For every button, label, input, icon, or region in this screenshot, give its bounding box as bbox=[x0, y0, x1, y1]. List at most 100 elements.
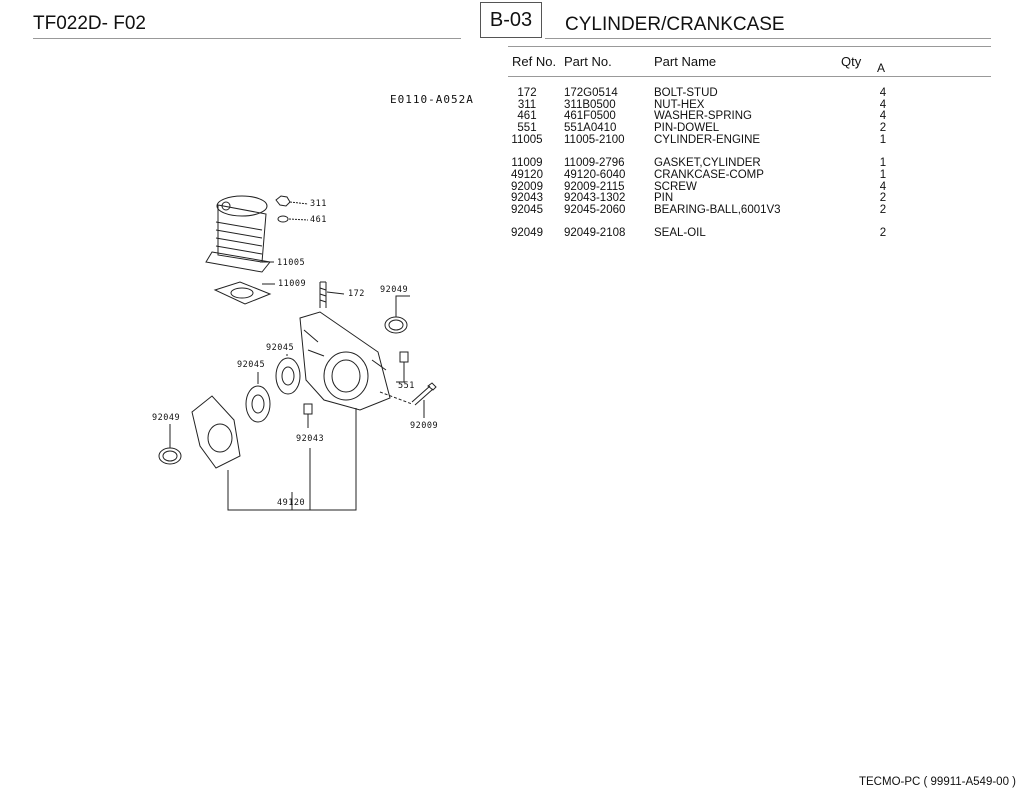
callout-label: 49120 bbox=[277, 498, 305, 508]
ref-no: 92049 bbox=[511, 227, 543, 240]
ref-no: 172 bbox=[517, 87, 537, 99]
col-header-part-name: Part Name bbox=[654, 54, 717, 69]
table-row: 461 461F0500 WASHER-SPRING 4 bbox=[508, 111, 991, 123]
ref-no: 49120 bbox=[511, 168, 543, 181]
bearing-ball-drawing bbox=[245, 385, 271, 423]
part-name: PIN-DOWEL bbox=[654, 122, 720, 135]
exploded-parts-diagram: 311 461 11005 11009 172 92049 92045 9204… bbox=[152, 195, 438, 511]
ref-no: 11005 bbox=[511, 133, 543, 146]
table-row: 49120 49120-6040 CRANKCASE-COMP 1 bbox=[508, 168, 991, 182]
qty: 2 bbox=[879, 227, 887, 240]
pin-drawing bbox=[303, 403, 313, 415]
table-row: 92009 92009-2115 SCREW 4 bbox=[508, 180, 991, 194]
table-row: 11009 11009-2796 GASKET,CYLINDER 1 bbox=[508, 157, 991, 170]
ref-no: 92045 bbox=[511, 203, 543, 216]
part-name: BOLT-STUD bbox=[654, 87, 718, 99]
part-no: 461F0500 bbox=[564, 110, 616, 123]
qty: 1 bbox=[879, 157, 887, 170]
part-no: 311B0500 bbox=[564, 98, 616, 111]
callout-label: 92045 bbox=[266, 343, 294, 353]
oil-seal-drawing bbox=[158, 447, 182, 465]
part-no: 92045-2060 bbox=[564, 203, 626, 216]
part-name: CRANKCASE-COMP bbox=[654, 168, 764, 181]
crankcase-half-drawing bbox=[191, 395, 241, 469]
section-code-box: B-03 bbox=[480, 2, 542, 38]
callout-label: 551 bbox=[398, 381, 415, 391]
section-code: B-03 bbox=[489, 8, 533, 31]
part-no: 11009-2796 bbox=[564, 157, 625, 170]
qty: 4 bbox=[879, 87, 887, 99]
section-title: CYLINDER/CRANKCASE bbox=[565, 14, 785, 35]
qty: 2 bbox=[879, 122, 887, 135]
ref-no: 92009 bbox=[511, 180, 543, 193]
callout-label: 461 bbox=[310, 215, 327, 225]
qty: 1 bbox=[879, 133, 887, 146]
callout-label: 311 bbox=[310, 199, 327, 209]
table-row: 172 172G0514 BOLT-STUD 4 bbox=[508, 87, 991, 100]
table-row: 311 311B0500 NUT-HEX 4 bbox=[508, 98, 991, 112]
table-row: 11005 11005-2100 CYLINDER-ENGINE 1 bbox=[508, 133, 991, 147]
part-name: CYLINDER-ENGINE bbox=[654, 133, 761, 146]
diagram-code: E0110-A052A bbox=[390, 93, 474, 106]
ref-no: 551 bbox=[517, 122, 537, 135]
part-no: 172G0514 bbox=[564, 87, 618, 99]
washer-drawing bbox=[277, 215, 289, 223]
callout-label: 92009 bbox=[410, 421, 438, 431]
header-rule-right bbox=[545, 38, 991, 39]
cylinder-engine-drawing bbox=[205, 195, 271, 273]
part-no: 92009-2115 bbox=[564, 180, 625, 193]
callout-label: 172 bbox=[348, 289, 365, 299]
table-top-rule bbox=[508, 46, 991, 47]
crankcase-drawing bbox=[299, 311, 391, 411]
callout-label: 92043 bbox=[296, 434, 324, 444]
dowel-pin-drawing bbox=[399, 351, 409, 363]
qty: 1 bbox=[879, 168, 887, 181]
callout-label: 11005 bbox=[277, 258, 305, 268]
table-row: 92049 92049-2108 SEAL-OIL 2 bbox=[508, 228, 991, 240]
ref-no: 311 bbox=[517, 98, 537, 111]
callout-label: 92045 bbox=[237, 360, 265, 370]
header-rule-left bbox=[33, 38, 461, 39]
oil-seal-drawing bbox=[384, 316, 408, 334]
table-row: 92045 92045-2060 BEARING-BALL,6001V3 2 bbox=[508, 203, 991, 217]
bolt-stud-drawing bbox=[319, 281, 327, 308]
model-code: TF022D- F02 bbox=[33, 13, 146, 34]
part-name: NUT-HEX bbox=[654, 98, 705, 111]
part-no: 92043-1302 bbox=[564, 192, 626, 205]
qty: 4 bbox=[879, 98, 887, 111]
diagram-callouts: 311 461 11005 11009 172 92049 92045 9204… bbox=[152, 199, 438, 508]
qty: 4 bbox=[879, 180, 887, 193]
bearing-ball-drawing bbox=[275, 357, 301, 395]
ref-no: 92043 bbox=[511, 192, 543, 205]
col-header-ref-no: Ref No. bbox=[512, 54, 557, 69]
callout-label: 92049 bbox=[152, 413, 180, 423]
callout-label: 92049 bbox=[380, 285, 408, 295]
part-no: 92049-2108 bbox=[564, 227, 626, 240]
table-header-rule bbox=[508, 76, 991, 77]
part-name: WASHER-SPRING bbox=[654, 110, 752, 123]
qty: 2 bbox=[879, 192, 887, 205]
col-header-qty-a: A bbox=[877, 61, 886, 75]
gasket-drawing bbox=[213, 281, 272, 305]
table-row: 551 551A0410 PIN-DOWEL 2 bbox=[508, 122, 991, 135]
ref-no: 11009 bbox=[511, 157, 543, 170]
screw-drawing bbox=[411, 385, 434, 406]
part-name: SCREW bbox=[654, 180, 697, 193]
col-header-qty: Qty bbox=[841, 54, 862, 69]
parts-table: 172 172G0514 BOLT-STUD 4 311 311B0500 NU… bbox=[508, 87, 991, 240]
ref-no: 461 bbox=[517, 110, 537, 123]
part-name: BEARING-BALL,6001V3 bbox=[654, 203, 781, 216]
qty: 4 bbox=[879, 110, 887, 123]
part-no: 49120-6040 bbox=[564, 168, 626, 181]
footer-doc-id: TECMO-PC ( 99911-A549-00 ) bbox=[858, 776, 1016, 788]
part-no: 11005-2100 bbox=[564, 133, 625, 146]
qty: 2 bbox=[879, 203, 887, 216]
part-name: SEAL-OIL bbox=[654, 227, 706, 240]
col-header-part-no: Part No. bbox=[564, 54, 612, 69]
part-name: PIN bbox=[654, 192, 674, 205]
table-row: 92043 92043-1302 PIN 2 bbox=[508, 192, 991, 205]
part-name: GASKET,CYLINDER bbox=[654, 157, 761, 170]
nut-hex-drawing bbox=[275, 195, 291, 207]
callout-label: 11009 bbox=[278, 279, 306, 289]
part-no: 551A0410 bbox=[564, 122, 617, 135]
